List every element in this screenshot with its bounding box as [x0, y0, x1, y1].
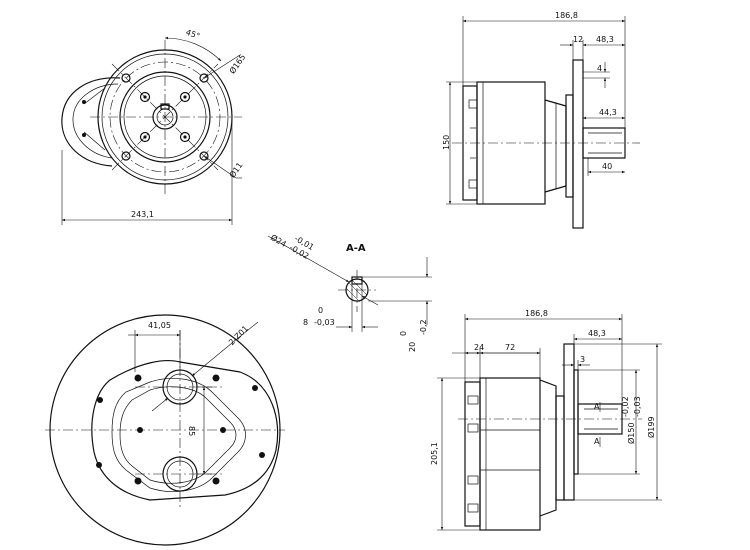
port-offset-label: 41,05: [148, 321, 171, 330]
pilot-tol-upper-label: -0,02: [621, 396, 630, 417]
flange-side: [572, 59, 584, 229]
key-h-tol-lower-label: -0,2: [419, 319, 428, 335]
front-width-label: 243,1: [131, 210, 154, 219]
bolt-hole-label: Ø11: [227, 160, 245, 179]
pump-body: [479, 377, 541, 531]
section-marker-top: A: [594, 402, 600, 411]
top-shaft-length-label: 48,3: [596, 35, 614, 44]
top-height-label: 150: [442, 135, 451, 150]
body-b-label: 72: [505, 343, 515, 352]
flange-thickness-label: 12: [573, 35, 583, 44]
bolt-hole: [121, 73, 131, 83]
pilot-diameter-label: Ø150: [626, 422, 636, 444]
rear-cover-inner: [72, 83, 119, 159]
bolt-hole: [199, 73, 209, 83]
seal-groove: [111, 378, 246, 492]
key-tol-upper-label: 0: [318, 306, 323, 315]
shaft-offset-label: 44,3: [599, 108, 617, 117]
port-view: 41,05 2-Z01 85: [45, 314, 285, 546]
key-length-label: 40: [602, 162, 612, 171]
key-height-label: 20: [408, 342, 417, 352]
front-angle-label: 45°: [185, 28, 201, 41]
section-label: A-A: [346, 243, 366, 254]
body-a-label: 24: [474, 343, 484, 352]
bolt-circle-label: Ø165: [227, 52, 248, 75]
center-distance-label: 85: [187, 426, 196, 436]
key-tol-lower-label: -0,03: [314, 318, 335, 327]
outer-diameter-label: Ø199: [646, 416, 656, 438]
bottom-height-label: 205,1: [430, 442, 439, 465]
pilot-tol-lower-label: -0,03: [633, 396, 642, 417]
bolt-hole: [121, 151, 131, 161]
rear-cover-outline: [61, 77, 121, 167]
step-label: 3: [580, 355, 585, 364]
flange-step-label: 4: [597, 64, 602, 73]
bottom-length-label: 186,8: [525, 309, 548, 318]
section-marker-bottom: A: [594, 437, 600, 446]
bottom-shaft-length-label: 48,3: [588, 329, 606, 338]
key-width-label: 8: [303, 318, 308, 327]
bolt-hole: [199, 151, 209, 161]
front-view: 45° Ø165 Ø11 243,1: [61, 28, 248, 225]
key-h-tol-upper-label: 0: [399, 331, 408, 336]
top-length-label: 186,8: [555, 11, 578, 20]
side-view-top: 186,8 12 48,3 4 44,3 40 150: [442, 11, 640, 229]
section-view: A-A Ø24 -0,01 -0,02 20 0 -0,2 0 8 -0,03: [267, 232, 432, 352]
shaft-diameter-label: Ø24: [269, 232, 288, 249]
flange-side: [563, 343, 575, 501]
side-view-bottom: A A 186,8 48,3 24 72 3 Ø150 -0,02 -0,03: [430, 309, 662, 531]
